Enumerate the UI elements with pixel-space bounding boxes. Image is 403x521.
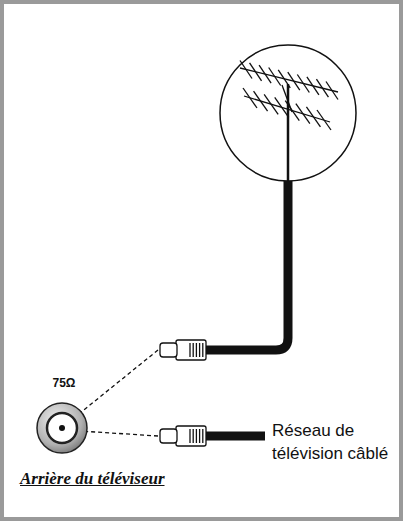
antenna-circle	[220, 45, 356, 181]
coax-plug	[160, 426, 206, 446]
cable-network-label: Réseau de télévision câblé	[272, 419, 390, 465]
coax-plug	[160, 340, 206, 360]
panel-caption: Arrière du téléviseur	[20, 469, 220, 489]
cable-network-line	[206, 432, 265, 441]
antenna-symbol	[240, 61, 338, 182]
impedance-label: 75Ω	[44, 376, 84, 390]
antenna-jack	[37, 403, 87, 453]
antenna-cable	[205, 181, 288, 350]
